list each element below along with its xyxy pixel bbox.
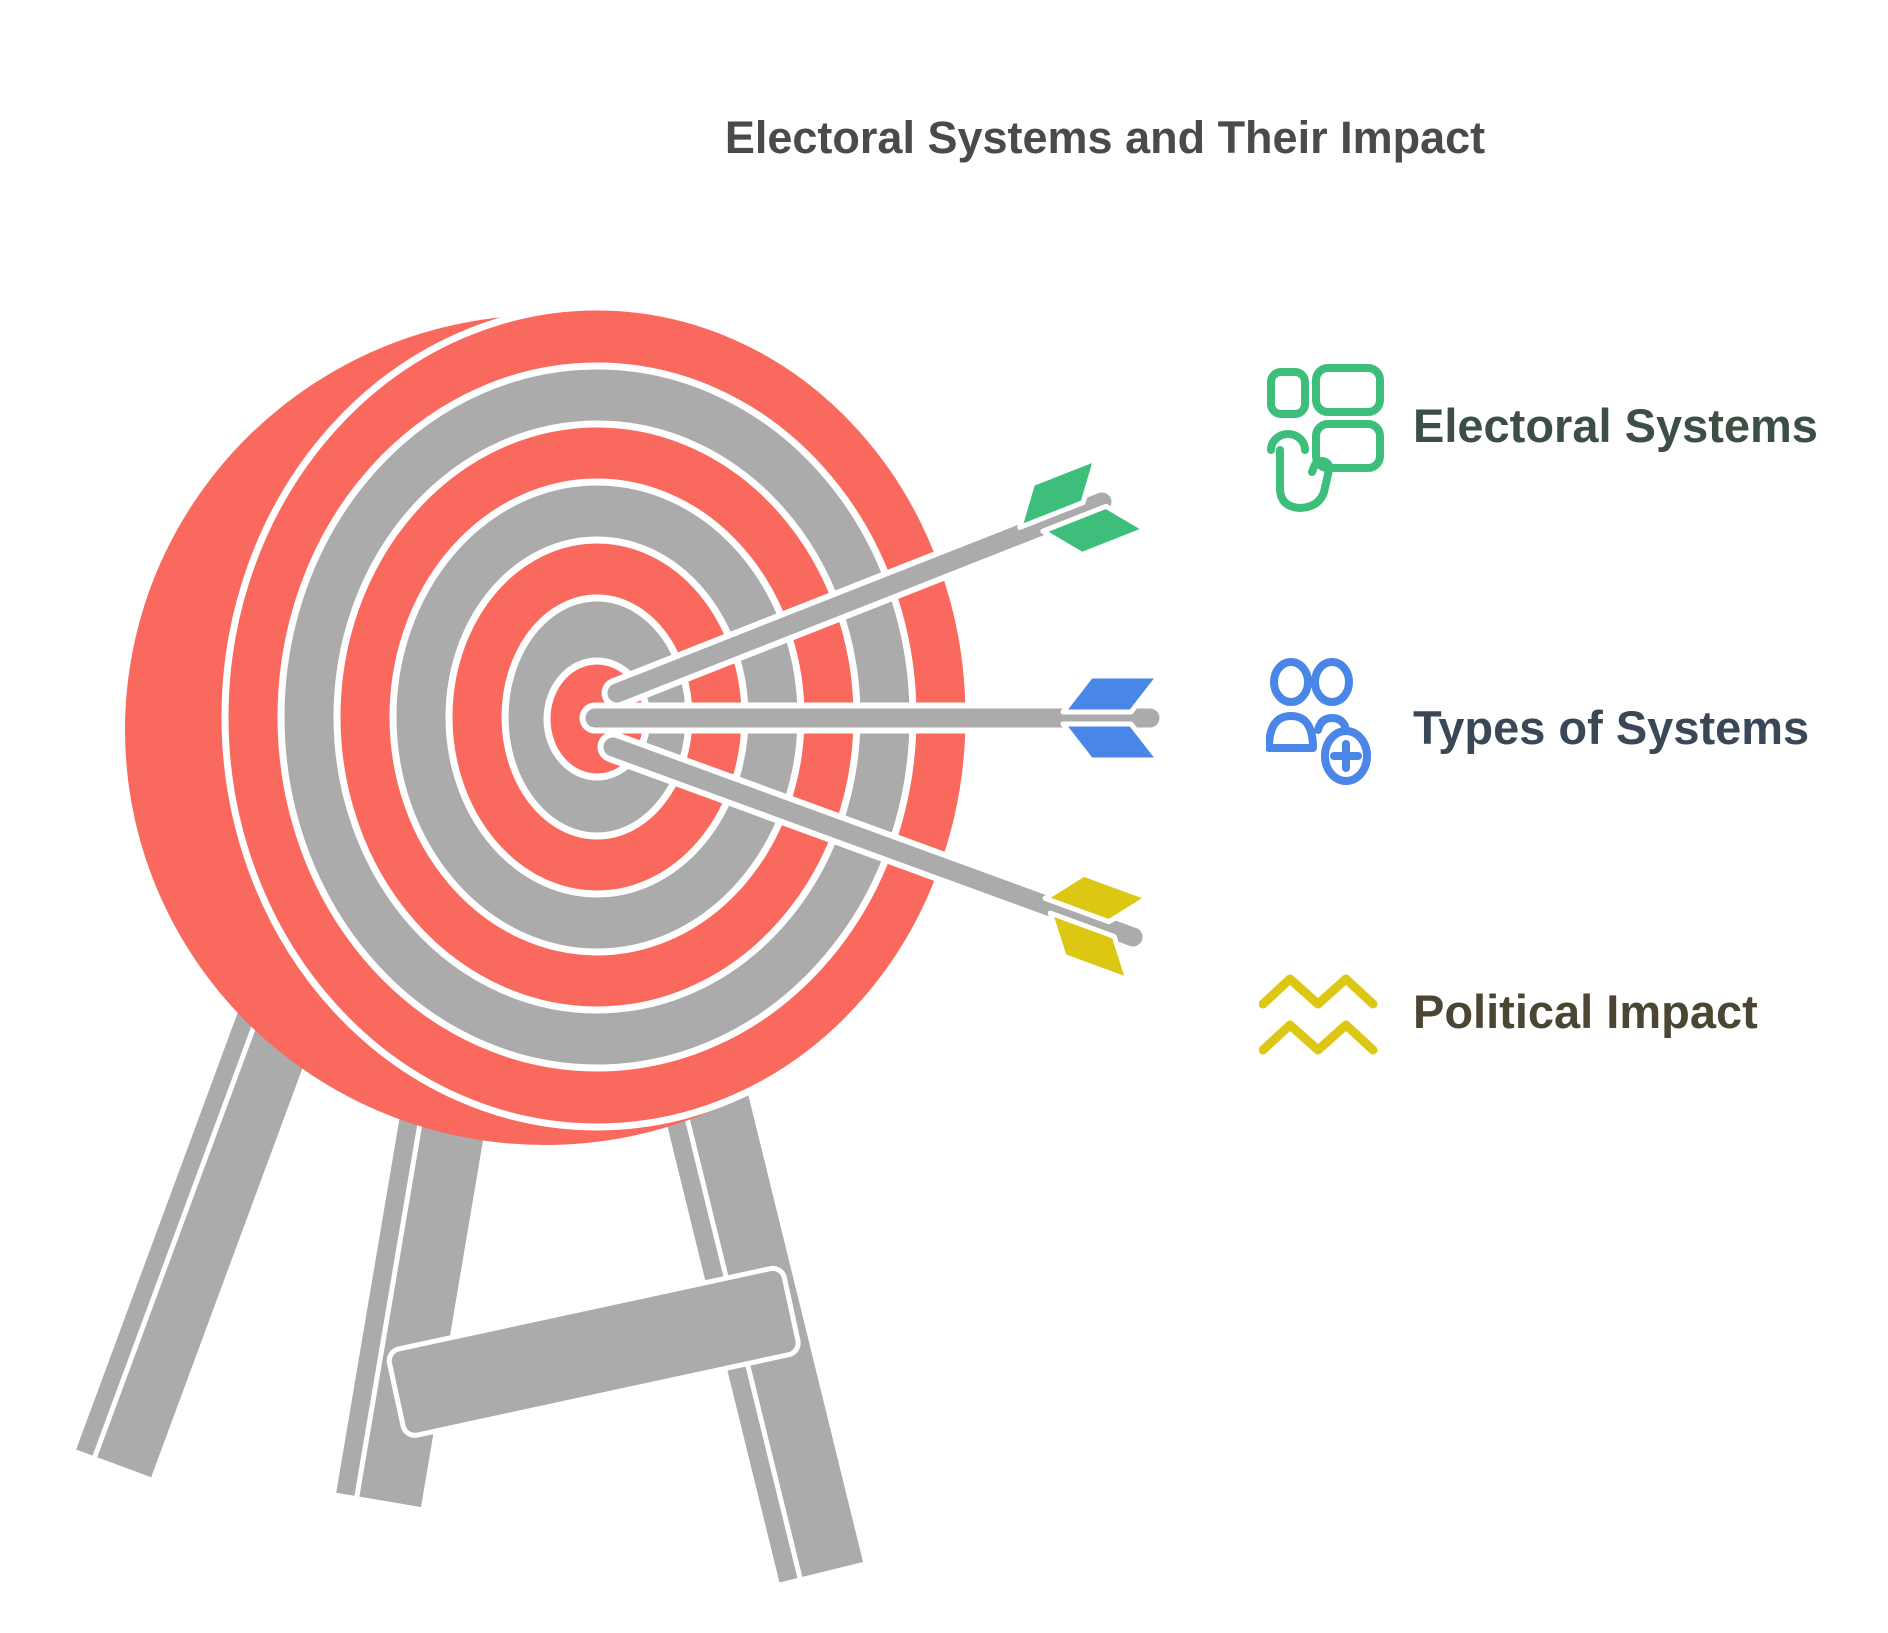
page-title: Electoral Systems and Their Impact (724, 112, 1486, 163)
users-plus-icon (1265, 658, 1384, 791)
ballot-choice-icon (1266, 364, 1384, 519)
legend-label-electoral-systems: Electoral Systems (1413, 399, 1818, 452)
stand-crossbar (386, 1265, 801, 1438)
arrow-green (601, 456, 1148, 709)
blue-fletching (1060, 673, 1162, 763)
green-fletching (1017, 456, 1148, 557)
arrow-yellow (597, 731, 1151, 983)
waves-icon (1258, 972, 1379, 1067)
legend-label-types-of-systems: Types of Systems (1413, 701, 1810, 754)
legend-label-political-impact: Political Impact (1413, 985, 1758, 1038)
arrow-blue (579, 673, 1166, 763)
yellow-fletching (1042, 871, 1151, 983)
